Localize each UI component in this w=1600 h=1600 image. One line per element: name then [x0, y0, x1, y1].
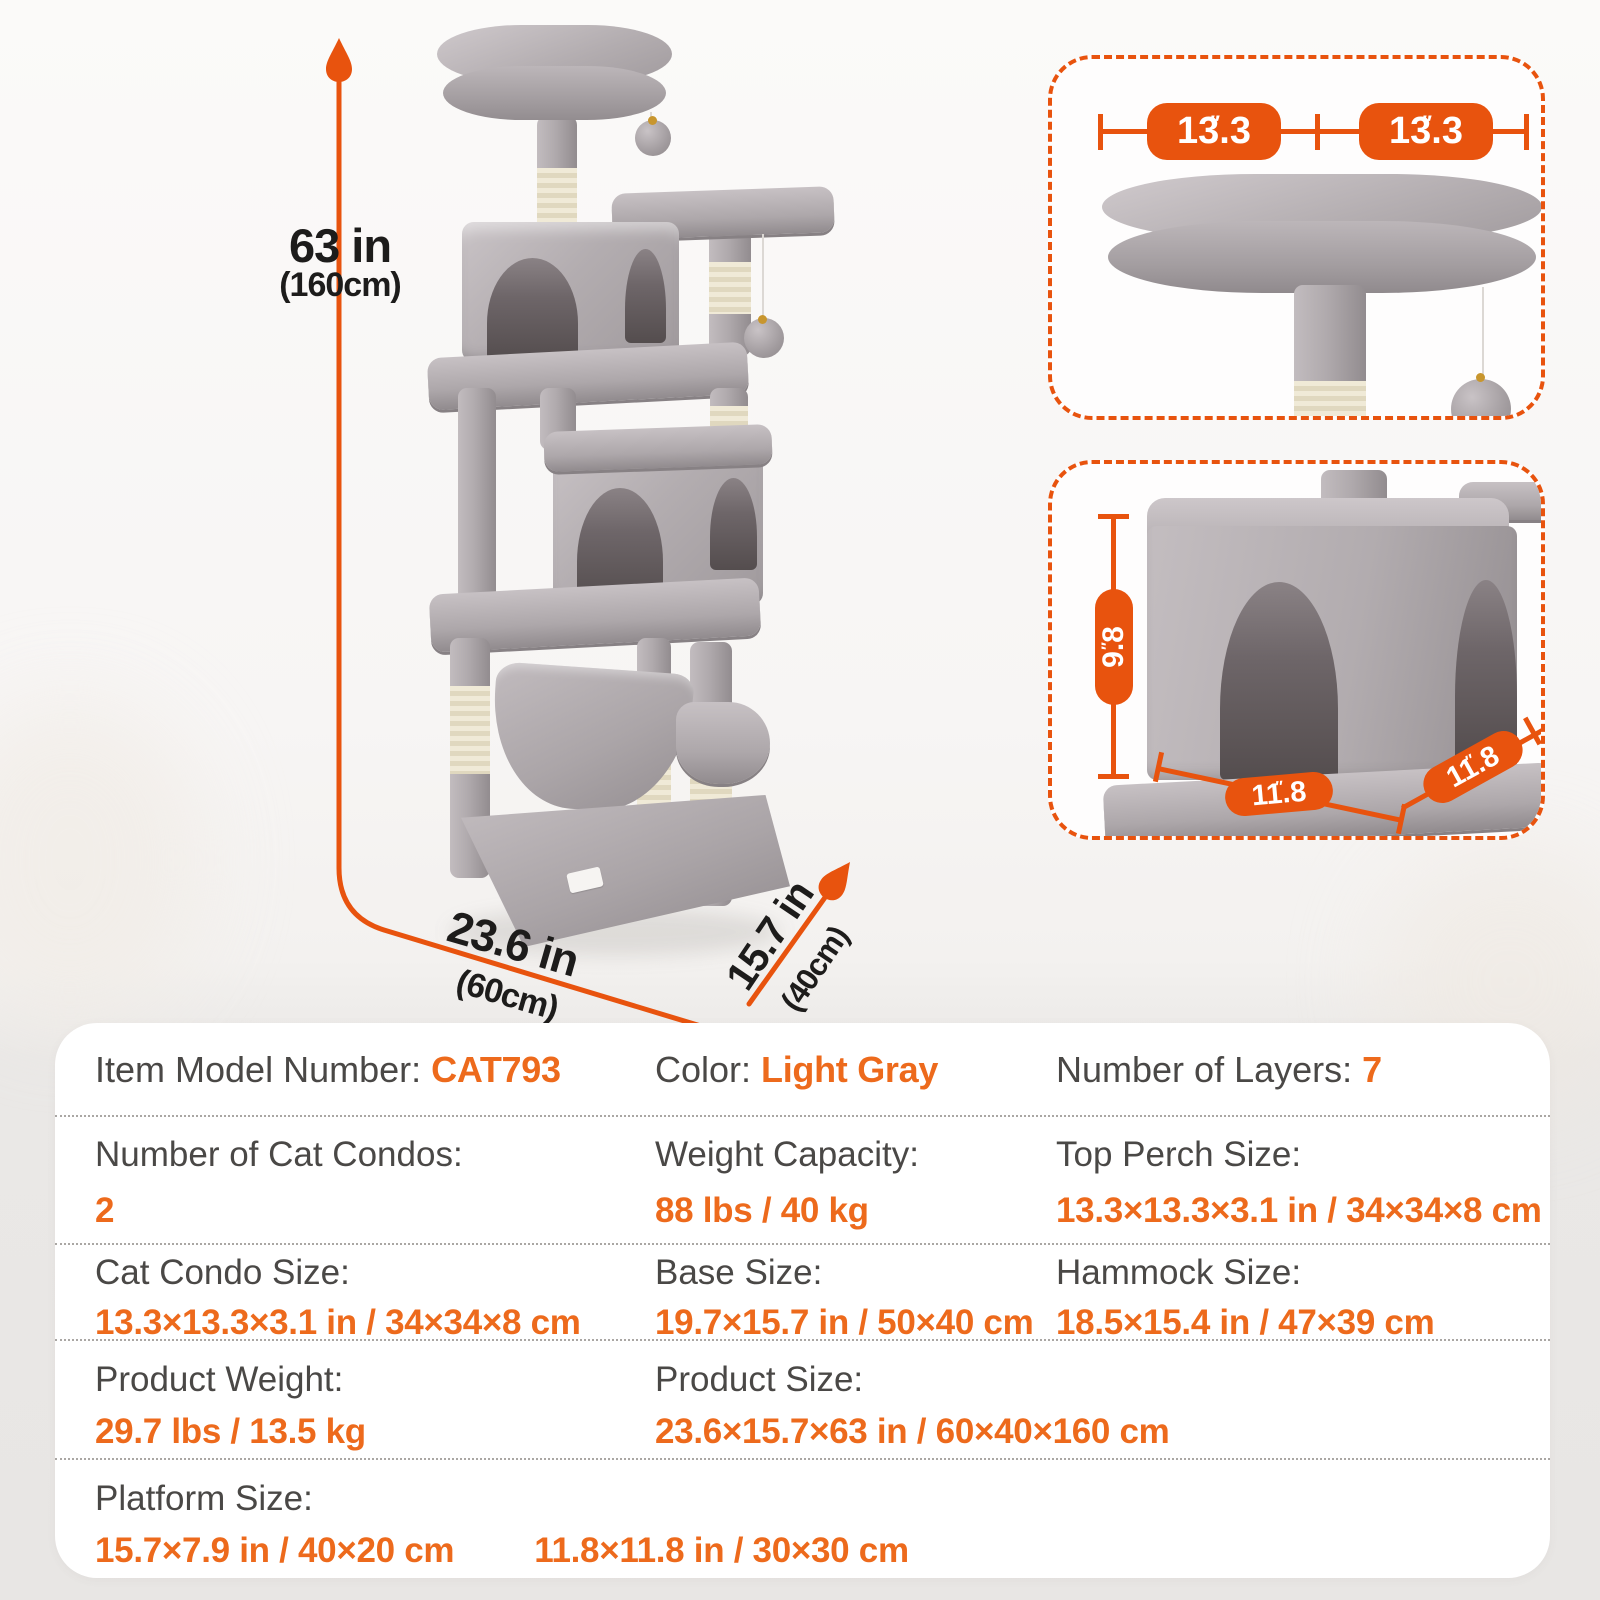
condo-inset: 9.8″ 11.8″ 11.8″: [1048, 460, 1545, 840]
tick: [1524, 114, 1529, 150]
spec-value: 11.8×11.8 in / 30×30 cm: [534, 1531, 909, 1570]
spec-condo-size: Cat Condo Size: 13.3×13.3×3.1 in / 34×34×…: [95, 1245, 581, 1343]
spec-label: Base Size:: [655, 1253, 823, 1292]
spec-label: Product Weight:: [95, 1360, 344, 1399]
spec-base-size: Base Size: 19.7×15.7 in / 50×40 cm: [655, 1245, 1034, 1343]
table-row: Number of Cat Condos: 2 Weight Capacity: 8…: [55, 1117, 1550, 1245]
table-row: Platform Size: 15.7×7.9 in / 40×20 cm 11.…: [55, 1460, 1550, 1578]
dim-unit: ″: [1274, 779, 1285, 797]
height-label-cm: (160cm): [279, 266, 402, 304]
bell: [648, 116, 657, 125]
spec-value: 13.3×13.3×3.1 in / 34×34×8 cm: [95, 1303, 581, 1342]
toy-string: [1482, 287, 1484, 381]
spec-value: CAT793: [431, 1049, 561, 1090]
tree-top-perch-rim: [443, 66, 666, 120]
spec-hammock-size: Hammock Size: 18.5×15.4 in / 47×39 cm: [1056, 1245, 1435, 1343]
table-row: Product Weight: 29.7 lbs / 13.5 kg Produc…: [55, 1341, 1550, 1460]
spec-product-size: Product Size: 23.6×15.7×63 in / 60×40×160…: [655, 1341, 1170, 1452]
spec-value: 18.5×15.4 in / 47×39 cm: [1056, 1303, 1435, 1342]
spec-color: Color: Light Gray: [655, 1023, 938, 1125]
perch-photo-body: [1108, 221, 1536, 293]
spec-condos: Number of Cat Condos: 2: [95, 1117, 463, 1231]
spec-platform-size: Platform Size: 15.7×7.9 in / 40×20 cm 11.…: [95, 1460, 909, 1571]
spec-label: Cat Condo Size:: [95, 1253, 350, 1292]
spec-value: 15.7×7.9 in / 40×20 cm: [95, 1531, 455, 1570]
hanging-ball: [1451, 379, 1511, 416]
tick: [1098, 514, 1129, 519]
upper-condo-arch: [487, 258, 578, 360]
spec-value: 7: [1362, 1049, 1382, 1090]
spec-table: Item Model Number: CAT793 Color: Light G…: [55, 1023, 1550, 1578]
toy-string: [762, 234, 764, 322]
spec-label: Product Size:: [655, 1360, 864, 1399]
spec-label: Number of Layers:: [1056, 1049, 1363, 1090]
spec-label: Hammock Size:: [1056, 1253, 1302, 1292]
spec-value: 88 lbs / 40 kg: [655, 1191, 869, 1230]
background-blur: [0, 700, 200, 1020]
perch-width-right-pill: 13.3″: [1359, 103, 1493, 160]
height-dimension-line: [336, 77, 717, 1033]
tick: [1098, 774, 1129, 779]
spec-label: Platform Size:: [95, 1479, 313, 1518]
dim-unit: ″: [1421, 112, 1432, 136]
spec-value: 23.6×15.7×63 in / 60×40×160 cm: [655, 1412, 1170, 1451]
hanging-ball: [635, 120, 671, 156]
bell: [1476, 373, 1485, 382]
spec-label: Top Perch Size:: [1056, 1135, 1302, 1174]
condo-photo-arch: [1220, 582, 1338, 780]
spec-weight-capacity: Weight Capacity: 88 lbs / 40 kg: [655, 1117, 919, 1231]
spec-value: Light Gray: [761, 1049, 939, 1090]
spec-value: 13.3×13.3×3.1 in / 34×34×8 cm: [1056, 1191, 1542, 1230]
spec-label: Color:: [655, 1049, 762, 1090]
dim-unit: ″: [1098, 642, 1117, 650]
arrow-up-right-icon: [818, 862, 850, 901]
table-row: Cat Condo Size: 13.3×13.3×3.1 in / 34×34×…: [55, 1245, 1550, 1343]
width-dimension-line: [746, 879, 839, 1007]
spec-label: Number of Cat Condos:: [95, 1135, 463, 1174]
dim-unit: ″: [1209, 112, 1220, 136]
hanging-ball: [744, 318, 784, 358]
cat-tree-photo: [380, 20, 860, 965]
height-label-in: 63 in: [288, 219, 392, 272]
middle-condo-side-arch: [710, 478, 757, 570]
spec-label: Weight Capacity:: [655, 1135, 919, 1174]
dim-value: 13.3: [1389, 110, 1463, 152]
spec-values: 15.7×7.9 in / 40×20 cm 11.8×11.8 in / 30×…: [95, 1531, 909, 1571]
sisal-band: [709, 262, 751, 314]
sisal-band: [1294, 381, 1366, 416]
spec-value: 2: [95, 1191, 115, 1230]
spec-label: Item Model Number:: [95, 1049, 432, 1090]
tick: [1315, 114, 1320, 150]
tick: [1098, 114, 1103, 150]
condo-height-pill: 9.8″: [1095, 589, 1133, 705]
spec-value: 29.7 lbs / 13.5 kg: [95, 1412, 366, 1451]
spec-top-perch-size: Top Perch Size: 13.3×13.3×3.1 in / 34×34×…: [1056, 1117, 1542, 1231]
spec-product-weight: Product Weight: 29.7 lbs / 13.5 kg: [95, 1341, 366, 1452]
mid-post-left: [458, 388, 496, 602]
top-perch-inset: 13.3″ 13.3″: [1048, 55, 1545, 420]
bell: [758, 315, 767, 324]
dim-value: 13.3: [1177, 110, 1251, 152]
spec-model: Item Model Number: CAT793: [95, 1023, 561, 1125]
table-row: Item Model Number: CAT793 Color: Light G…: [55, 1023, 1550, 1117]
perch-dimension-line: [1100, 129, 1528, 134]
sisal-band: [450, 686, 490, 774]
arrow-up-icon: [326, 38, 352, 82]
upper-condo-side-arch: [625, 249, 666, 343]
half-round-platform: [676, 702, 770, 784]
perch-width-left-pill: 13.3″: [1147, 103, 1281, 160]
perch-photo-post: [1294, 285, 1366, 416]
spec-value: 19.7×15.7 in / 50×40 cm: [655, 1303, 1034, 1342]
spec-layers: Number of Layers: 7: [1056, 1023, 1382, 1125]
